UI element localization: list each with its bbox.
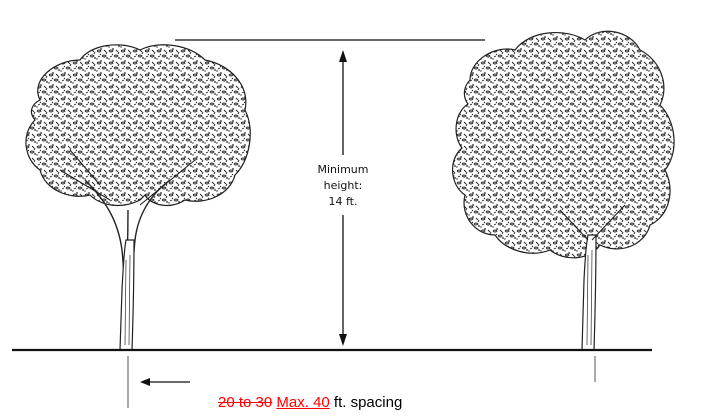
left-tree-illustration	[25, 44, 251, 351]
spacing-caption: 20 to 30 Max. 40 ft. spacing	[218, 394, 402, 411]
height-label-line1: Minimum	[318, 163, 369, 176]
height-label-line2: height:	[324, 179, 363, 192]
spacing-arrow-left	[140, 378, 190, 386]
inserted-spacing-text: Max. 40	[276, 394, 330, 411]
height-label-line3: 14 ft.	[329, 195, 358, 208]
spacing-unit-text: ft. spacing	[333, 394, 403, 411]
right-tree-illustration	[452, 30, 675, 351]
deleted-spacing-text: 20 to 30	[218, 394, 273, 411]
